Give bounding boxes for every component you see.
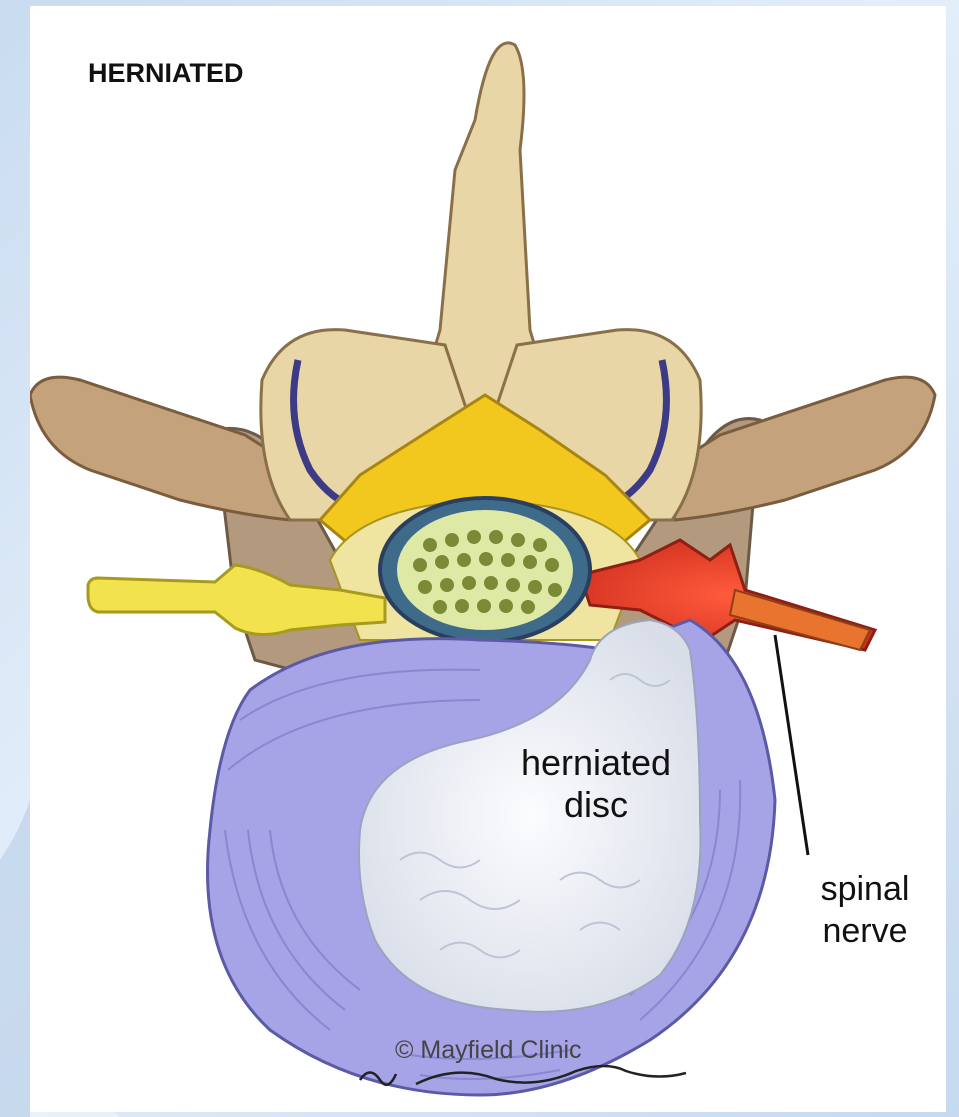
illustration-card: HERNIATED herniated disc spinal nerve © … — [30, 6, 946, 1112]
spinal-nerve-pointer — [775, 635, 808, 855]
label-nerve: nerve — [790, 912, 940, 950]
spinal-nerve-segment — [730, 590, 870, 650]
copyright-text: © Mayfield Clinic — [395, 1036, 582, 1064]
label-disc: disc — [486, 785, 706, 826]
diagram-title: HERNIATED — [88, 58, 244, 89]
right-transverse-process — [665, 377, 935, 520]
label-herniated: herniated — [486, 743, 706, 784]
label-spinal: spinal — [790, 870, 940, 908]
